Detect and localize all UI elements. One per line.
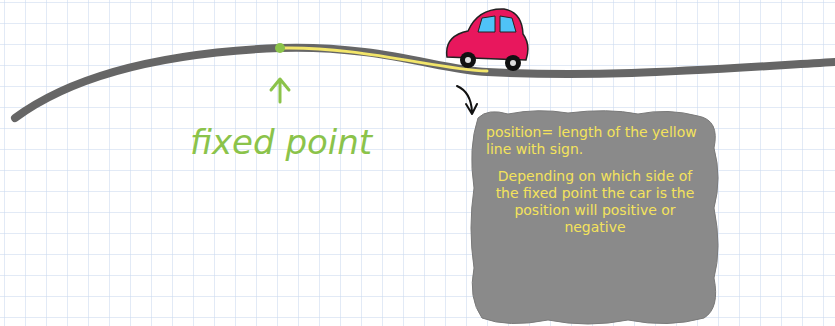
note-text: Depending on which side of the fixed poi…	[486, 168, 704, 236]
cloud-outline	[471, 111, 718, 324]
car-window	[478, 16, 495, 32]
point-label: fixed point	[190, 122, 372, 162]
car	[447, 9, 528, 71]
note-text: position= length of the yellow line with…	[486, 124, 704, 158]
fixed-point-dot	[275, 43, 285, 53]
pointer-arrow	[271, 79, 289, 102]
car-wheel	[460, 52, 476, 68]
car-wheel	[505, 55, 521, 71]
wheel-hub	[510, 60, 516, 66]
wheel-hub	[465, 57, 471, 63]
leader-arrow	[457, 86, 477, 114]
road	[15, 48, 835, 118]
note-cloud: position= length of the yellow line with…	[468, 108, 722, 326]
car-body	[447, 9, 528, 60]
car-window	[500, 16, 516, 32]
